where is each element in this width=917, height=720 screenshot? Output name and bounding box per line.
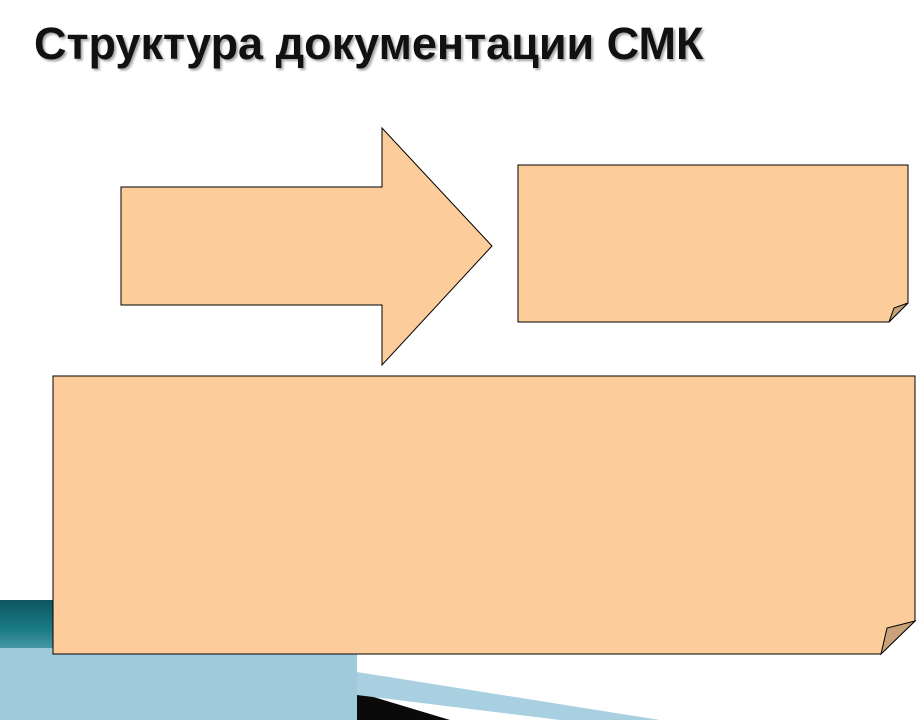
deco-light-blue-block xyxy=(0,648,357,720)
deco-black-wedge xyxy=(357,692,450,720)
folded-note-shape xyxy=(517,164,909,323)
slide-title: Структура документации СМК xyxy=(34,18,704,69)
folded-note-shape xyxy=(52,375,917,656)
right-arrow-shape xyxy=(120,126,493,367)
deco-light-blue-wedge xyxy=(357,672,660,720)
